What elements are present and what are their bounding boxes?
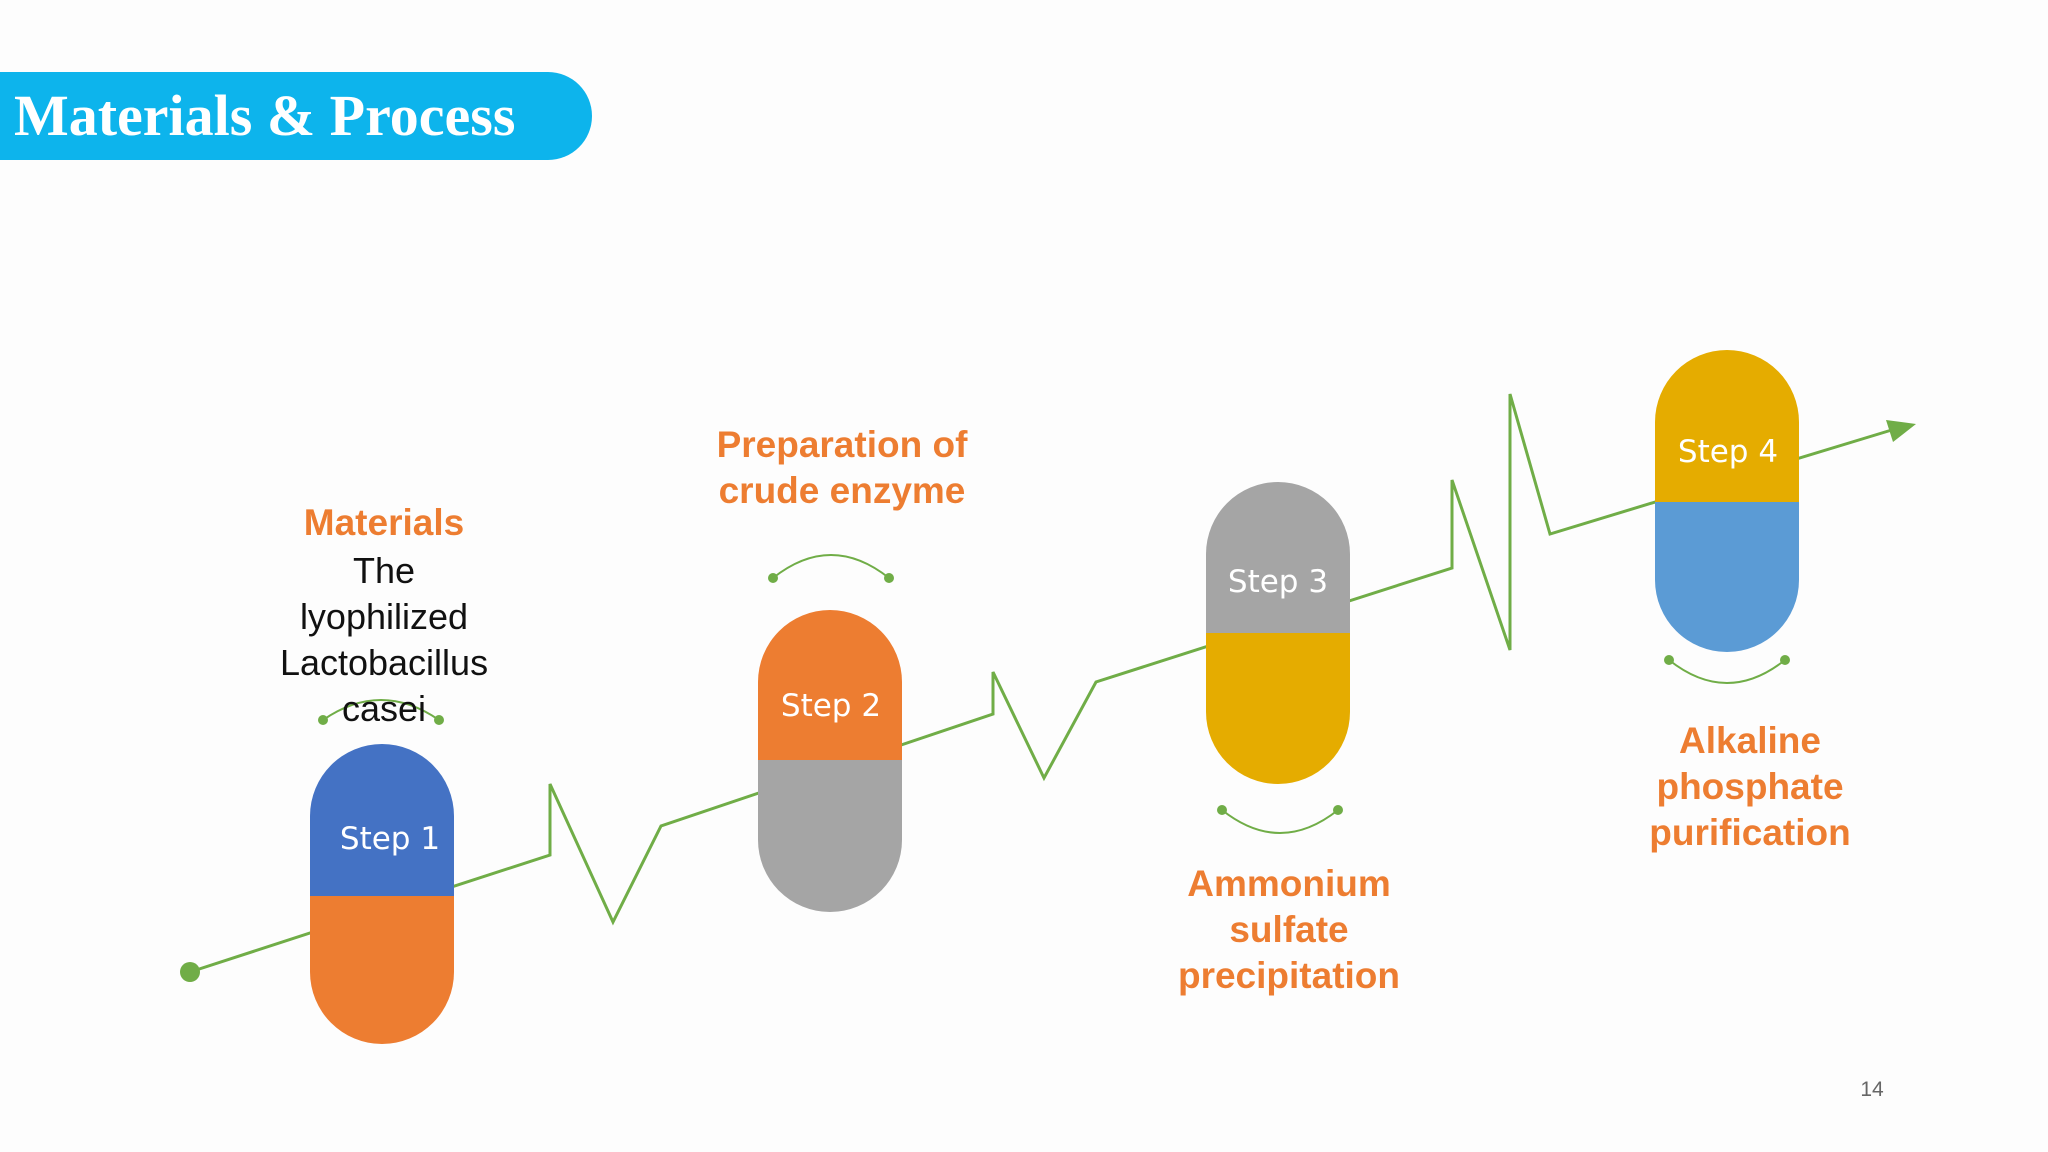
step-1-connector-arc [318, 699, 444, 725]
step-2-caption: Preparation of crude enzyme [716, 424, 968, 511]
step-1-label: Step 1 [340, 821, 440, 857]
title-banner: Materials & Process [0, 72, 592, 160]
timeline-path [189, 393, 1896, 974]
step-4-label: Step 4 [1678, 434, 1778, 470]
step-3-pill: Step 3 [1206, 482, 1350, 784]
step-1-pill: Step 1 [310, 744, 454, 1044]
step-2-connector-arc [768, 554, 894, 583]
step-4-caption: Alkaline phosphate purification [1649, 720, 1851, 853]
step-1-description: The lyophilized Lactobacillus casei [279, 550, 489, 729]
slide-number: 14 [1860, 1078, 1884, 1101]
slide-title: Materials & Process [14, 83, 516, 148]
step-1-caption: Materials [303, 502, 465, 543]
step-3-caption: Ammonium sulfate precipitation [1177, 863, 1401, 996]
step-2-pill: Step 2 [758, 610, 902, 912]
step-4-pill: Step 4 [1655, 350, 1799, 652]
step-2-label: Step 2 [781, 688, 881, 724]
step-3-connector-arc [1217, 805, 1343, 834]
timeline-arrowhead [1886, 420, 1916, 442]
timeline-start-dot [180, 962, 200, 982]
step-4-connector-arc [1664, 655, 1790, 684]
step-3-label: Step 3 [1228, 564, 1328, 600]
